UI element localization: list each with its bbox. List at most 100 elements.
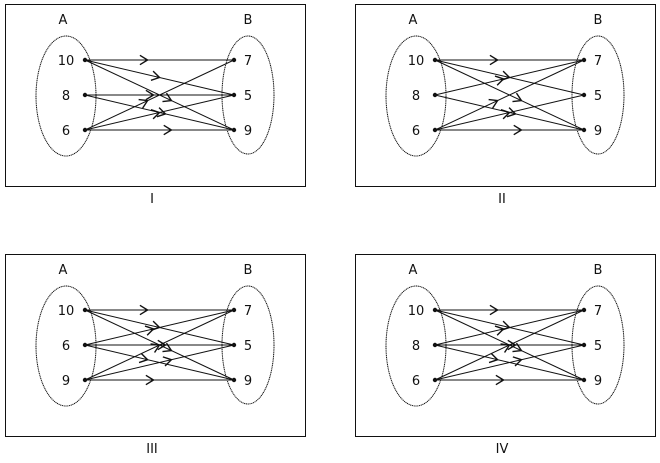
mapping-arrow-6-to-9 [435,374,584,386]
codomain-element-label: 9 [594,374,602,389]
domain-element-label: 6 [412,124,420,139]
arrowhead [507,339,517,351]
arrowhead [488,352,499,364]
domain-point [432,57,438,63]
arrowhead [512,342,523,353]
domain-element-label: 10 [58,304,75,319]
codomain-element-label: 7 [594,304,602,319]
arrowhead [495,374,505,386]
set-b-ellipse [221,285,275,405]
domain-point [82,127,88,133]
domain-point [432,377,438,383]
set-a-label: A [409,13,418,28]
codomain-point [581,127,587,133]
arrowhead [150,109,161,120]
codomain-element-label: 7 [594,54,602,69]
domain-element-label: 6 [62,339,70,354]
arrowhead [150,70,161,81]
codomain-point [581,377,587,383]
set-b-label: B [244,13,253,28]
codomain-element-label: 7 [244,54,252,69]
domain-point [82,57,88,63]
set-a-ellipse [385,35,447,157]
mapping-arrow-6-to-7 [84,59,235,131]
domain-point [432,92,438,98]
mapping-arrow-6-to-7 [434,309,585,381]
panel-frame [5,254,306,437]
mapping-arrow-8-to-7 [434,59,585,96]
panel-frame [5,4,306,187]
mapping-arrow-9-to-5 [84,344,235,381]
set-b-ellipse [571,35,625,155]
domain-point [82,92,88,98]
codomain-point [581,342,587,348]
domain-point [82,307,88,313]
arrowhead [139,54,149,66]
arrowhead [163,124,173,136]
mapping-arrow-6-to-9 [85,124,234,136]
mapping-arrow-9-to-7 [84,309,235,381]
panel-caption: IV [496,442,509,457]
arrowhead [162,92,173,103]
codomain-point [231,57,237,63]
codomain-element-label: 9 [244,374,252,389]
mapping-arrow-10-to-7 [85,304,234,316]
domain-point [432,307,438,313]
mapping-arrow-10-to-5 [84,59,235,96]
arrowhead [489,54,499,66]
codomain-element-label: 7 [244,304,252,319]
domain-element-label: 10 [408,304,425,319]
arrowhead [145,89,155,101]
domain-element-label: 10 [408,54,425,69]
panel-caption: II [498,192,506,207]
codomain-point [231,377,237,383]
panel-caption: I [150,192,154,207]
domain-point [82,342,88,348]
domain-element-label: 9 [62,374,70,389]
arrowhead [500,343,511,353]
codomain-element-label: 5 [244,89,252,104]
mapping-arrow-6-to-7 [84,309,235,346]
arrowhead [138,98,149,109]
mapping-arrow-10-to-7 [435,54,584,66]
domain-element-label: 8 [62,89,70,104]
domain-point [82,377,88,383]
codomain-element-label: 5 [594,89,602,104]
domain-point [432,127,438,133]
set-a-ellipse [385,285,447,407]
panel-frame [355,4,656,187]
arrowhead [156,107,167,118]
mapping-arrow-6-to-5 [434,94,585,131]
set-a-label: A [59,13,68,28]
panel-frame [355,254,656,437]
domain-element-label: 8 [412,89,420,104]
set-b-label: B [594,263,603,278]
codomain-point [231,92,237,98]
arrowhead [162,356,173,367]
arrowhead [150,343,161,353]
domain-element-label: 8 [412,339,420,354]
codomain-element-label: 5 [594,339,602,354]
codomain-element-label: 5 [244,339,252,354]
arrowhead [512,356,523,367]
mapping-arrow-10-to-7 [85,54,234,66]
set-a-ellipse [35,35,97,157]
set-b-label: B [594,13,603,28]
codomain-point [581,57,587,63]
arrowhead [489,304,499,316]
arrowhead [138,352,149,364]
codomain-element-label: 9 [594,124,602,139]
domain-point [432,342,438,348]
codomain-point [581,307,587,313]
arrowhead [513,124,523,136]
codomain-element-label: 9 [244,124,252,139]
arrowhead [512,92,523,103]
arrowhead [494,325,505,336]
mapping-arrow-6-to-9 [435,124,584,136]
set-a-label: A [59,263,68,278]
mapping-arrow-6-to-7 [434,59,585,131]
